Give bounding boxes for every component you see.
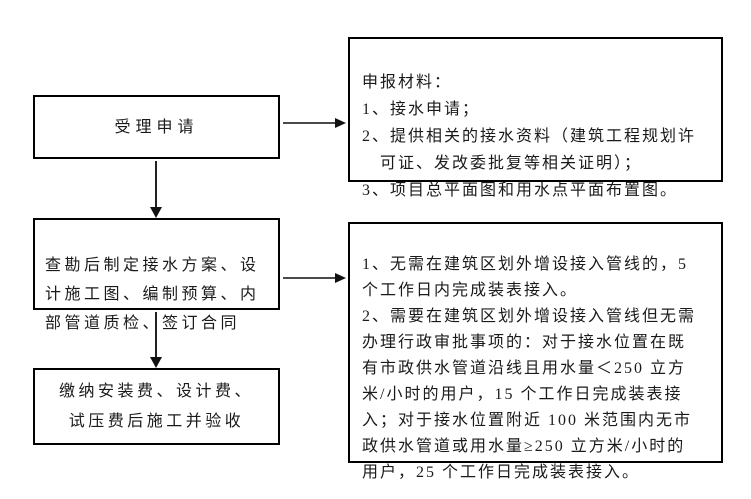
arrow-head [150,357,162,368]
arrow-head [335,118,346,128]
arrow-right-icon [283,273,346,283]
note-application-materials-text: 申报材料： 1、接水申请； 2、提供相关的接水资料（建筑工程规划许 可证、发改委… [362,74,697,199]
arrow-shaft [283,277,336,279]
step-survey-and-plan-box: 查勘后制定接水方案、设 计施工图、编制预算、内 部管道质检、签订合同 [33,218,280,332]
arrow-shaft [283,122,336,124]
note-timeline-details-text: 1、无需在建筑区划外增设接入管线的，5 个工作日内完成装表接入。 2、需要在建筑… [362,256,697,481]
step-survey-and-plan-label: 查勘后制定接水方案、设 计施工图、编制预算、内 部管道质检、签订合同 [45,257,260,332]
arrow-head [150,207,162,218]
step-pay-fees-label: 缴纳安装费、设计费、 试压费后施工并验收 [58,382,254,430]
arrow-head [335,273,346,283]
step-accept-application-box: 受理申请 [33,95,280,159]
arrow-right-icon [283,118,346,128]
arrow-shaft [155,312,157,357]
arrow-down-icon [150,312,162,368]
step-pay-fees-box: 缴纳安装费、设计费、 试压费后施工并验收 [33,368,280,445]
note-application-materials-box: 申报材料： 1、接水申请； 2、提供相关的接水资料（建筑工程规划许 可证、发改委… [348,37,723,199]
arrow-shaft [155,161,157,207]
note-timeline-details-box: 1、无需在建筑区划外增设接入管线的，5 个工作日内完成装表接入。 2、需要在建筑… [348,222,723,481]
arrow-down-icon [150,161,162,218]
step-accept-application-label: 受理申请 [114,118,199,136]
